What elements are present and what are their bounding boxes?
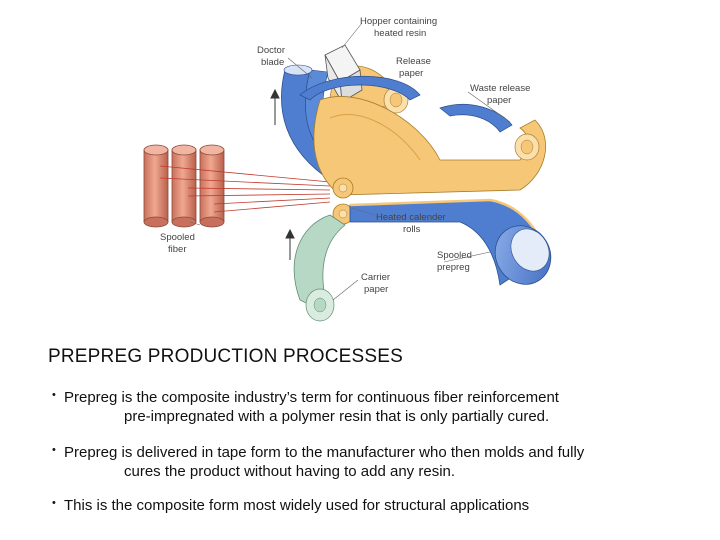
bullet-1-line-2: pre-impregnated with a polymer resin tha…	[124, 408, 550, 425]
bullet-dot: •	[52, 444, 56, 456]
bullet-item-2: • Prepreg is delivered in tape form to t…	[52, 443, 584, 481]
spooled-prepreg-roll	[494, 225, 552, 285]
heated-calender-rolls	[332, 177, 354, 225]
prepreg-belt-orange	[313, 96, 546, 196]
bullet-item-1: • Prepreg is the composite industry’s te…	[52, 388, 559, 426]
bullet-1-line-1: Prepreg is the composite industry’s term…	[64, 389, 559, 406]
bullet-2-line-2: cures the product without having to add …	[124, 463, 456, 480]
carrier-paper-green	[293, 214, 346, 322]
bullet-3-line-1: This is the composite form most widely u…	[64, 497, 530, 514]
bullet-item-3: • This is the composite form most widely…	[52, 496, 529, 515]
direction-arrows	[270, 88, 295, 260]
leader-lines	[189, 22, 511, 301]
fiber-strands	[159, 165, 331, 213]
waste-release-roll	[514, 133, 540, 161]
bullet-2-line-1: Prepreg is delivered in tape form to the…	[64, 444, 585, 461]
spooled-fiber-spools	[143, 144, 225, 228]
waste-release-paper-blue	[299, 75, 513, 133]
bullet-dot: •	[52, 497, 56, 509]
bullet-dot: •	[52, 389, 56, 401]
slide-heading: PREPREG PRODUCTION PROCESSES	[48, 346, 404, 367]
